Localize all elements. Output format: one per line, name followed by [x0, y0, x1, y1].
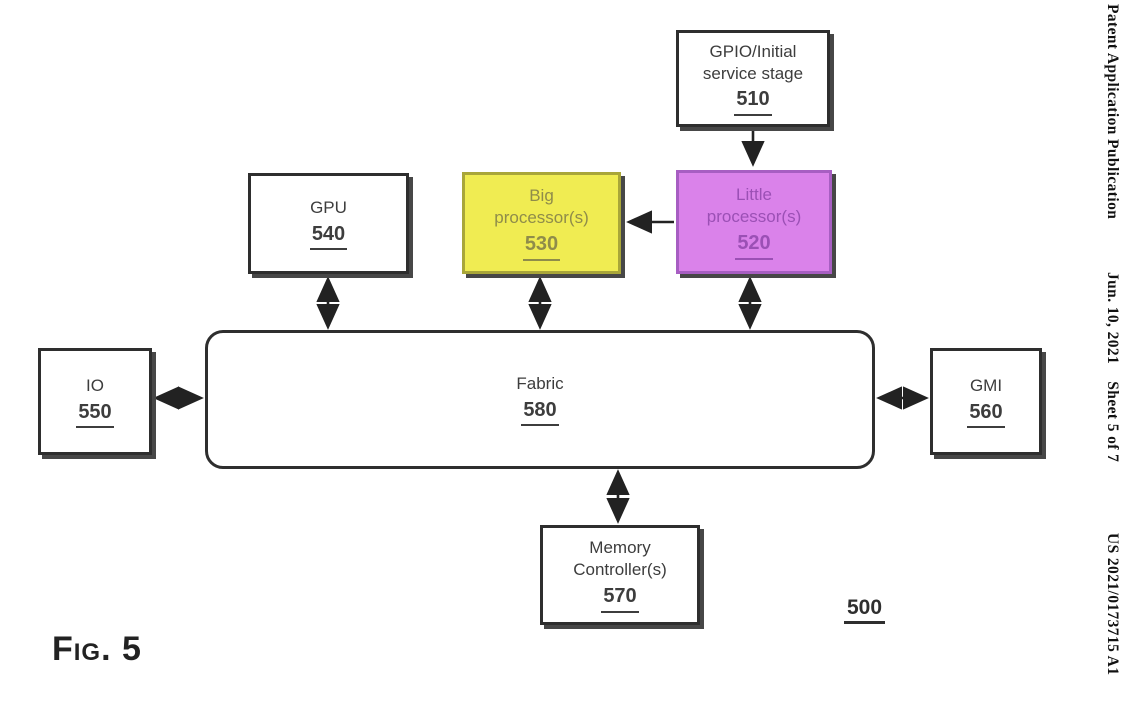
node-big-processors: Big processor(s) 530 — [462, 172, 621, 274]
diagram-ref-500: 500 — [844, 596, 886, 624]
node-label-line: GPU — [310, 197, 347, 217]
node-label-line: Little — [736, 185, 772, 205]
node-label-line: processor(s) — [494, 208, 589, 228]
node-ref: 520 — [735, 231, 773, 260]
node-ref: 560 — [967, 400, 1005, 429]
node-io: IO 550 — [38, 348, 152, 455]
node-ref: 570 — [601, 584, 639, 613]
node-label-line: service stage — [702, 63, 804, 83]
node-gpio-initial-service-stage: GPIO/Initial service stage 510 — [676, 30, 830, 127]
node-label-line: GPIO/Initial — [709, 41, 797, 61]
node-memory-controllers: Memory Controller(s) 570 — [540, 525, 700, 625]
node-ref: 510 — [734, 87, 772, 117]
node-gpu: GPU 540 — [248, 173, 409, 274]
node-gmi: GMI 560 — [930, 348, 1042, 455]
node-label-line: Controller(s) — [573, 560, 667, 580]
node-label-line: processor(s) — [706, 207, 802, 227]
node-ref: 550 — [76, 400, 114, 429]
node-little-processors: Little processor(s) 520 — [676, 170, 832, 274]
node-label-line: IO — [86, 375, 104, 395]
node-label-line: Memory — [589, 538, 651, 558]
node-ref: 530 — [522, 232, 561, 261]
node-ref: 580 — [521, 398, 559, 427]
node-ref: 540 — [309, 222, 348, 251]
node-label-line: GMI — [969, 375, 1003, 395]
margin-date-sheet-text: Jun. 10, 2021 Sheet 5 of 7 — [1104, 272, 1121, 463]
figure-caption: Fig. 5 — [52, 630, 142, 668]
margin-publication-text: Patent Application Publication — [1104, 4, 1121, 220]
node-label-line: Big — [529, 186, 554, 206]
node-label-line: Fabric — [516, 373, 564, 393]
node-fabric: Fabric 580 — [205, 330, 875, 469]
margin-patent-number-text: US 2021/0173715 A1 — [1104, 533, 1121, 676]
